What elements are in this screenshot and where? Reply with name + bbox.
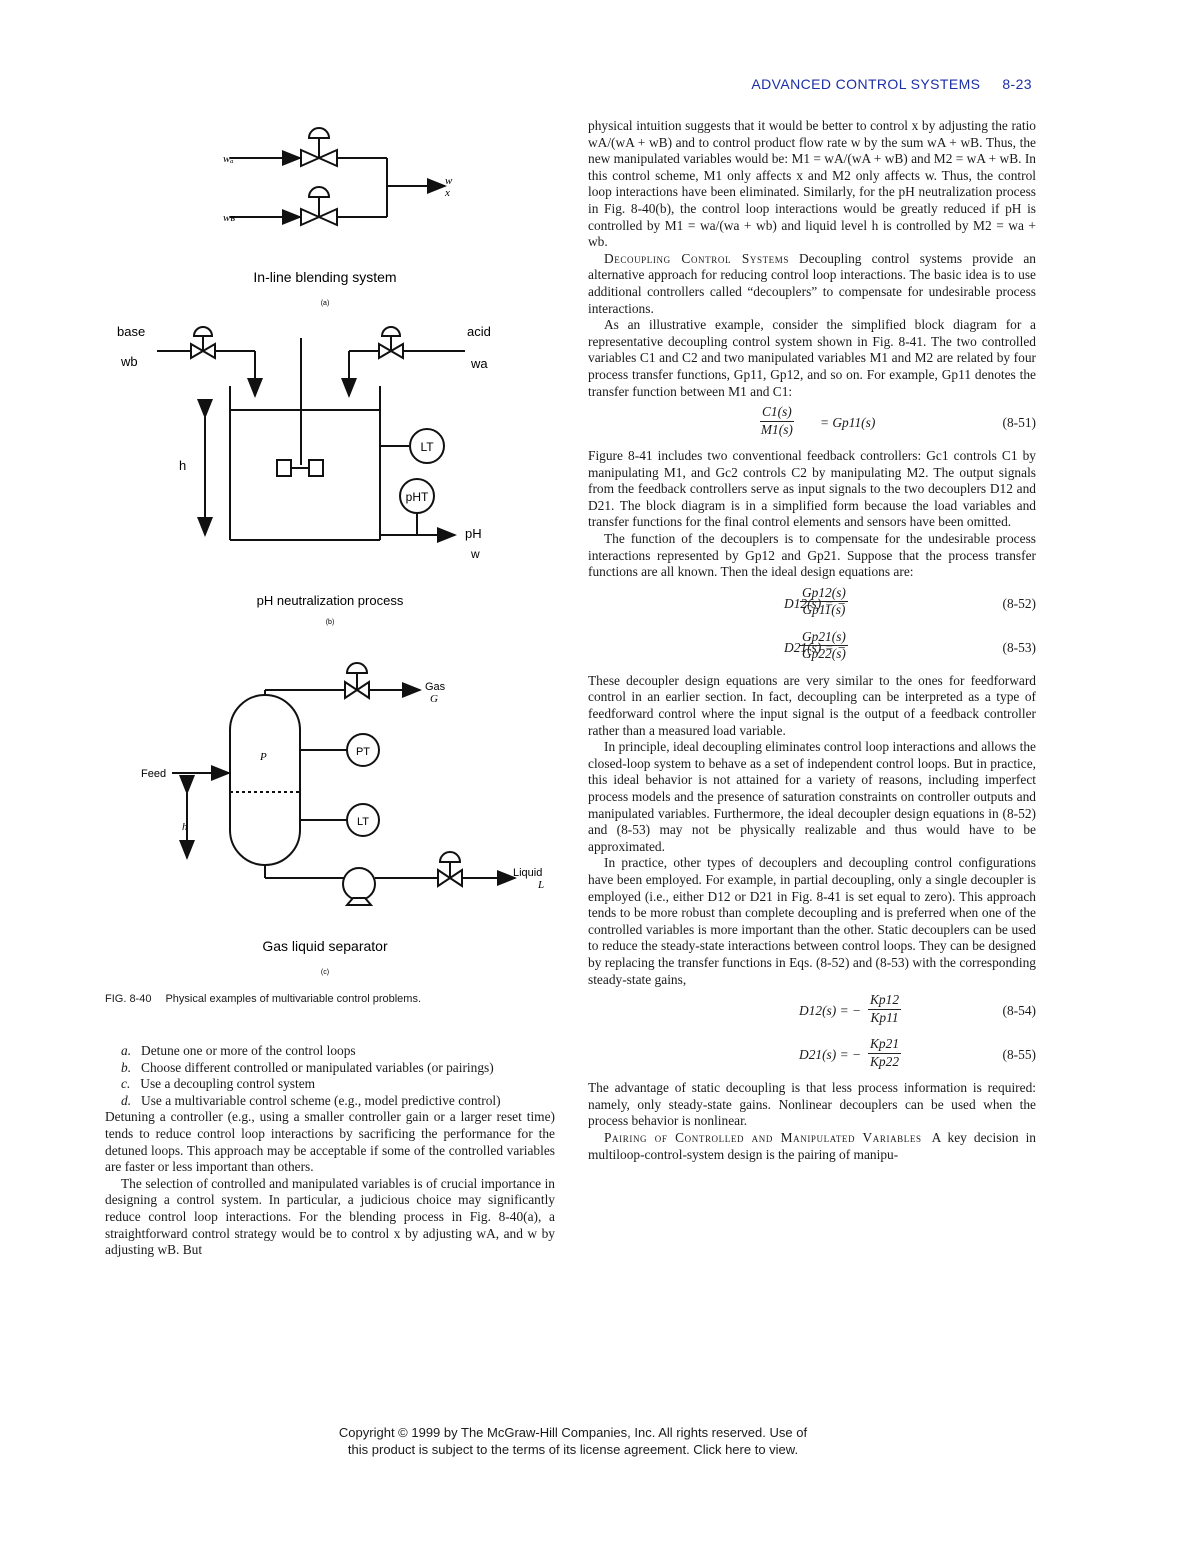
copyright-footer: Copyright © 1999 by The McGraw-Hill Comp… — [0, 1424, 1146, 1458]
panel-c-l: L — [537, 879, 544, 891]
paragraph: physical intuition suggests that it woul… — [588, 118, 1036, 250]
paragraph: These decoupler design equations are ver… — [588, 672, 1036, 738]
panel-c-pt: PT — [356, 746, 370, 758]
equation-8-51: C1(s)M1(s) = Gp11(s) (8-51) — [760, 404, 1036, 437]
panel-c-tag: (c) — [321, 969, 329, 976]
panel-b-h: h — [179, 458, 186, 473]
panel-b-base: base — [117, 324, 145, 339]
panel-a-title: In-line blending system — [253, 269, 396, 285]
figure-caption-text: Physical examples of multivariable contr… — [165, 993, 422, 1005]
paragraph: Figure 8-41 includes two conventional fe… — [588, 448, 1036, 530]
paragraph: Pairing of Controlled and Manipulated Va… — [588, 1129, 1036, 1162]
right-column: physical intuition suggests that it woul… — [588, 118, 1036, 1163]
figure-8-40: wₐ wʙ w x In-line blending system (a) — [105, 110, 555, 985]
left-column: wₐ wʙ w x In-line blending system (a) — [105, 110, 555, 1259]
equation-8-52: D12(s) = − Gp12(s)Gp11(s) (8-52) — [784, 584, 1036, 618]
panel-c-feed: Feed — [141, 768, 166, 780]
figure-caption: FIG. 8-40 Physical examples of multivaria… — [105, 993, 555, 1005]
panel-b-acid: acid — [467, 324, 491, 339]
paragraph: The function of the decouplers is to com… — [588, 531, 1036, 580]
panel-a-tag: (a) — [321, 300, 330, 307]
panel-b-title: pH neutralization process — [257, 593, 404, 608]
panel-b-ph-label: pH — [465, 526, 482, 541]
panel-c-title: Gas liquid separator — [262, 938, 388, 954]
panel-a-in2: wʙ — [223, 212, 235, 224]
panel-a-blending — [230, 127, 447, 227]
panel-c-liquid: Liquid — [513, 867, 542, 879]
process-diagrams: wₐ wʙ w x In-line blending system (a) — [117, 127, 544, 976]
panel-c-h: h — [182, 821, 188, 833]
paragraph: The selection of controlled and manipula… — [105, 1175, 555, 1258]
list-item: d.Use a multivariable control scheme (e.… — [121, 1092, 501, 1108]
section-title: ADVANCED CONTROL SYSTEMS — [751, 76, 981, 92]
list-item: b.Choose different controlled or manipul… — [121, 1059, 494, 1075]
panel-c-separator — [172, 662, 517, 906]
panel-b-wb: wb — [120, 354, 138, 369]
paragraph: The advantage of static decoupling is th… — [588, 1080, 1036, 1129]
remedy-list: a.Detune one or more of the control loop… — [105, 1043, 555, 1109]
page-number: 8-23 — [1002, 76, 1032, 92]
subsection-heading: Pairing of Controlled and Manipulated Va… — [604, 1129, 922, 1145]
panel-c-gas: Gas — [425, 681, 446, 693]
paragraph: As an illustrative example, consider the… — [588, 317, 1036, 399]
panel-c-lt: LT — [357, 816, 369, 828]
panel-b-ph — [157, 326, 465, 543]
panel-b-lt: LT — [420, 440, 434, 454]
list-item: a.Detune one or more of the control loop… — [121, 1043, 356, 1058]
panel-c-g: G — [430, 693, 438, 705]
panel-b-w: w — [470, 547, 480, 561]
panel-b-wa: wa — [470, 356, 488, 371]
footer-line-1: Copyright © 1999 by The McGraw-Hill Comp… — [338, 1425, 808, 1440]
panel-a-out2: x — [444, 187, 450, 199]
paragraph: Detuning a controller (e.g., using a sma… — [105, 1109, 555, 1175]
panel-a-in1: wₐ — [223, 153, 234, 165]
subsection-heading: Decoupling Control Systems — [604, 250, 789, 266]
panel-c-p: P — [259, 751, 267, 763]
paragraph: In practice, other types of decouplers a… — [588, 855, 1036, 987]
panel-b-tag: (b) — [326, 619, 335, 626]
equation-8-53: D21(s) = − Gp21(s)Gp22(s) (8-53) — [784, 628, 1036, 662]
figure-caption-label: FIG. 8-40 — [105, 993, 152, 1005]
panel-b-pht: pHT — [406, 490, 429, 504]
panel-a-out1: w — [445, 175, 453, 187]
license-link[interactable]: this product is subject to the terms of … — [347, 1442, 799, 1457]
paragraph: In principle, ideal decoupling eliminate… — [588, 739, 1036, 854]
list-item: c.Use a decoupling control system — [121, 1076, 316, 1092]
running-header: ADVANCED CONTROL SYSTEMS 8-23 — [751, 76, 1032, 92]
left-body-text: Detuning a controller (e.g., using a sma… — [105, 1109, 555, 1258]
